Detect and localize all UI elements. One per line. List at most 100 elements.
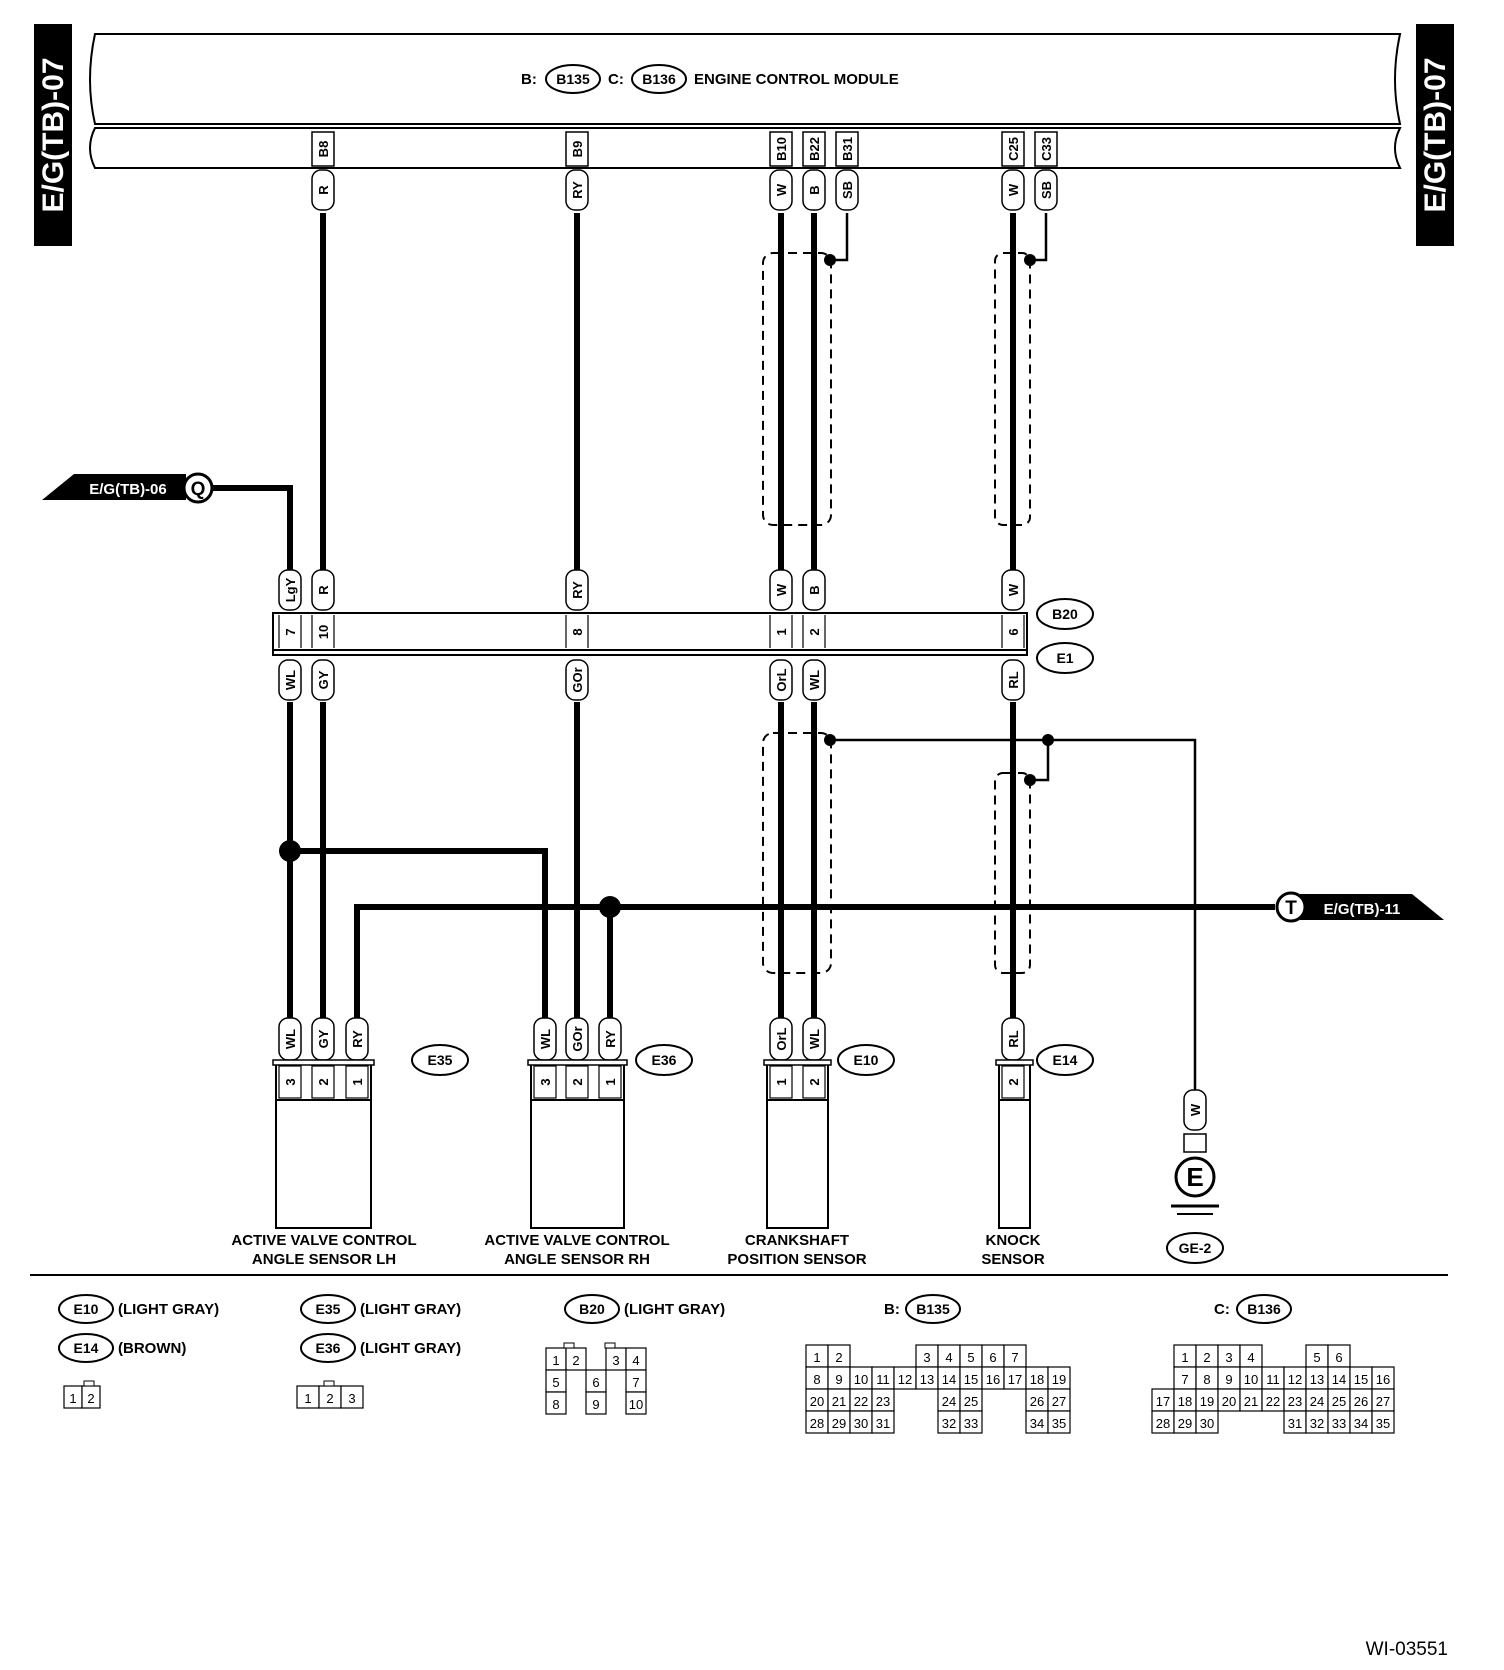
wires xyxy=(212,213,1275,1018)
svg-text:B136: B136 xyxy=(1247,1301,1281,1317)
svg-text:7: 7 xyxy=(1011,1350,1018,1365)
sensor-wire-label: WL xyxy=(278,1017,302,1061)
svg-text:7: 7 xyxy=(1181,1372,1188,1387)
svg-text:E/G(TB)-06: E/G(TB)-06 xyxy=(89,481,167,498)
svg-text:E14: E14 xyxy=(1053,1052,1078,1068)
svg-text:4: 4 xyxy=(632,1353,639,1368)
svg-text:33: 33 xyxy=(1332,1416,1346,1431)
e1-bottom-wire-label: GOr xyxy=(565,659,589,701)
svg-text:2: 2 xyxy=(835,1350,842,1365)
svg-text:25: 25 xyxy=(1332,1394,1346,1409)
svg-text:RL: RL xyxy=(1006,671,1021,688)
svg-text:21: 21 xyxy=(1244,1394,1258,1409)
sensor-name: POSITION SENSOR xyxy=(727,1251,866,1268)
svg-text:4: 4 xyxy=(945,1350,952,1365)
svg-text:1: 1 xyxy=(774,1078,789,1085)
svg-text:28: 28 xyxy=(810,1416,824,1431)
svg-text:22: 22 xyxy=(1266,1394,1280,1409)
svg-text:1: 1 xyxy=(69,1391,76,1406)
b20-top-wire-label: R xyxy=(311,569,335,611)
svg-text:B: B xyxy=(807,185,822,194)
svg-text:8: 8 xyxy=(813,1372,820,1387)
svg-text:29: 29 xyxy=(1178,1416,1192,1431)
svg-text:E1: E1 xyxy=(1056,650,1073,666)
svg-text:27: 27 xyxy=(1052,1394,1066,1409)
ecm-wire-labels: R RY W B SB W SB xyxy=(311,169,1058,211)
svg-text:GE-2: GE-2 xyxy=(1179,1240,1212,1256)
svg-text:30: 30 xyxy=(1200,1416,1214,1431)
svg-text:9: 9 xyxy=(835,1372,842,1387)
svg-text:35: 35 xyxy=(1376,1416,1390,1431)
svg-text:1: 1 xyxy=(1181,1350,1188,1365)
side-tag-right[interactable]: E/G(TB)-07 xyxy=(1416,24,1454,246)
svg-text:B135: B135 xyxy=(916,1301,950,1317)
svg-text:17: 17 xyxy=(1008,1372,1022,1387)
svg-text:B8: B8 xyxy=(316,141,331,158)
svg-text:2: 2 xyxy=(570,1078,585,1085)
svg-text:C25: C25 xyxy=(1006,137,1021,161)
e1-bottom-wire-label: WL xyxy=(802,659,826,701)
svg-text:29: 29 xyxy=(832,1416,846,1431)
svg-text:B: B xyxy=(807,585,822,594)
svg-text:5: 5 xyxy=(967,1350,974,1365)
svg-text:WL: WL xyxy=(807,1029,822,1049)
svg-text:RY: RY xyxy=(570,181,585,199)
junction-dots xyxy=(279,254,1054,918)
e1-bottom-wire-label: WL xyxy=(278,659,302,701)
svg-text:WL: WL xyxy=(283,1029,298,1049)
svg-text:E36: E36 xyxy=(316,1340,341,1356)
svg-text:13: 13 xyxy=(920,1372,934,1387)
connector-b20-e1 xyxy=(272,612,1028,656)
svg-text:5: 5 xyxy=(552,1375,559,1390)
svg-text:18: 18 xyxy=(1178,1394,1192,1409)
svg-text:12: 12 xyxy=(1288,1372,1302,1387)
sensor-wire-label: RY xyxy=(598,1017,622,1061)
sensor-name: KNOCK xyxy=(986,1232,1041,1249)
svg-text:1: 1 xyxy=(350,1078,365,1085)
offpage-right[interactable]: E/G(TB)-11 T xyxy=(1275,891,1444,923)
e1-bottom-wire-label: RL xyxy=(1001,659,1025,701)
ground-e[interactable]: W E GE-2 xyxy=(1166,1089,1224,1264)
svg-text:RY: RY xyxy=(603,1030,618,1048)
e1-bottom-wire-label: OrL xyxy=(769,659,793,701)
sensor-wire-label: OrL xyxy=(769,1017,793,1061)
side-tag-left[interactable]: E/G(TB)-07 xyxy=(34,24,72,246)
svg-text:OrL: OrL xyxy=(774,668,789,691)
svg-text:12: 12 xyxy=(898,1372,912,1387)
sensor-wire-label: WL xyxy=(533,1017,557,1061)
svg-text:LgY: LgY xyxy=(283,577,298,602)
svg-text:3: 3 xyxy=(612,1353,619,1368)
svg-text:E10: E10 xyxy=(854,1052,879,1068)
b20-top-wire-label: W xyxy=(1001,569,1025,611)
svg-text:18: 18 xyxy=(1030,1372,1044,1387)
e1-bottom-wire-label: GY xyxy=(311,659,335,701)
svg-text:RY: RY xyxy=(570,581,585,599)
svg-text:26: 26 xyxy=(1030,1394,1044,1409)
svg-text:3: 3 xyxy=(1225,1350,1232,1365)
svg-text:(LIGHT GRAY): (LIGHT GRAY) xyxy=(360,1340,461,1357)
svg-text:23: 23 xyxy=(876,1394,890,1409)
svg-text:19: 19 xyxy=(1200,1394,1214,1409)
legend: E10 (LIGHT GRAY) E14 (BROWN) E35 (LIGHT … xyxy=(58,1294,1292,1363)
sensor-name: ANGLE SENSOR LH xyxy=(252,1251,396,1268)
sensor-wire-label: GOr xyxy=(565,1017,589,1061)
svg-text:10: 10 xyxy=(854,1372,868,1387)
svg-text:11: 11 xyxy=(1266,1372,1280,1387)
svg-text:WL: WL xyxy=(283,670,298,690)
svg-text:17: 17 xyxy=(1156,1394,1170,1409)
svg-text:33: 33 xyxy=(964,1416,978,1431)
svg-text:1: 1 xyxy=(813,1350,820,1365)
svg-text:27: 27 xyxy=(1376,1394,1390,1409)
offpage-left[interactable]: E/G(TB)-06 Q xyxy=(42,472,214,504)
svg-text:32: 32 xyxy=(942,1416,956,1431)
svg-text:3: 3 xyxy=(283,1078,298,1085)
svg-text:30: 30 xyxy=(854,1416,868,1431)
svg-text:W: W xyxy=(1006,183,1021,196)
